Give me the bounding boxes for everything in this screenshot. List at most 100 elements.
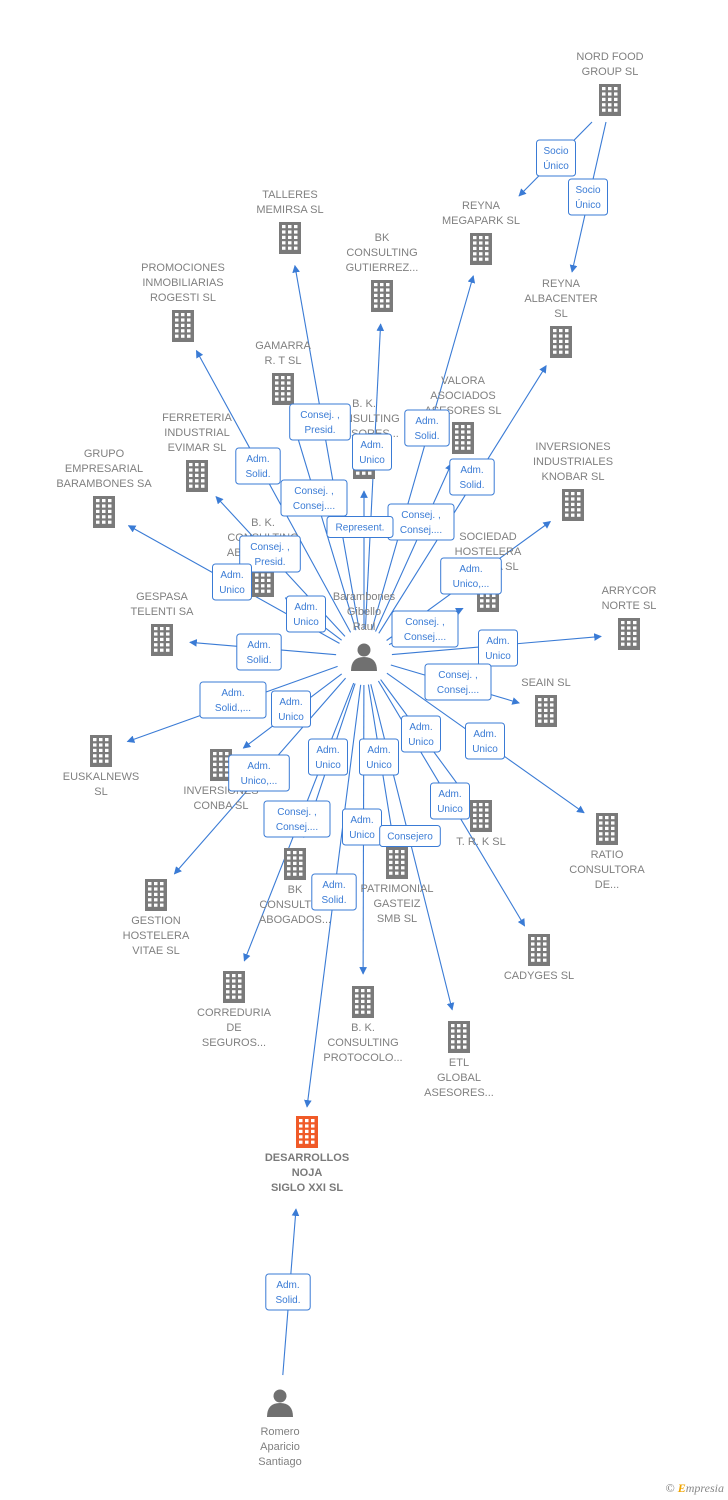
building-window xyxy=(565,329,569,333)
edge-raul-talleres xyxy=(292,264,360,630)
relation-label-raul-correduria[interactable]: Consej. ,Consej.... xyxy=(263,800,331,838)
relation-label-text: Unico xyxy=(278,712,304,723)
relation-label-raul-promociones[interactable]: Adm.Solid. xyxy=(235,447,281,485)
relation-label-raul-gestion[interactable]: Adm.Unico,... xyxy=(228,754,290,792)
building-window xyxy=(99,759,103,763)
relation-label-raul-talleres[interactable]: Consej. ,Presid. xyxy=(289,403,351,441)
relation-label-raul-seain[interactable]: Consej. ,Consej.... xyxy=(424,663,492,701)
node-seain[interactable]: SEAIN SL xyxy=(521,677,571,727)
building-window xyxy=(627,626,631,630)
relation-label-raul-sociedad[interactable]: Consej. ,Consej.... xyxy=(391,610,459,648)
relation-label-raul-valora[interactable]: Adm.Solid. xyxy=(449,458,495,496)
building-window xyxy=(463,1040,467,1044)
relation-label-raul-ferreteria[interactable]: Consej. ,Presid. xyxy=(239,535,301,573)
building-window xyxy=(565,497,569,501)
building-window xyxy=(467,446,471,450)
relation-label-raul-bk_asesores[interactable]: Represent. xyxy=(326,516,394,538)
building-window xyxy=(577,513,581,517)
building-window xyxy=(486,593,490,597)
building-window xyxy=(102,509,106,513)
relation-label-raul-euskalnews[interactable]: Adm.Solid.,... xyxy=(199,681,267,719)
node-etl[interactable]: ETLGLOBALASESORES... xyxy=(424,1021,494,1099)
relation-label-raul-gespasa[interactable]: Adm.Solid. xyxy=(236,633,282,671)
relation-label-raul-ratio[interactable]: Adm.Unico xyxy=(465,722,505,760)
relation-label-raul-bk_abogados2[interactable]: Adm.Unico xyxy=(308,738,348,776)
building-window xyxy=(281,397,285,401)
building-window xyxy=(175,313,179,317)
node-label-nord-line-0: NORD FOOD xyxy=(576,51,643,63)
relation-label-raul-cadyges[interactable]: Adm.Unico xyxy=(430,782,470,820)
building-window xyxy=(461,430,465,434)
building-window xyxy=(154,898,158,902)
building-window xyxy=(99,738,103,742)
relation-label-raul-bk_gutierrez[interactable]: Adm.Unico xyxy=(352,433,392,471)
relation-label-raul-trk[interactable]: Adm.Unico xyxy=(401,715,441,753)
relation-label-raul-desarrollos[interactable]: Adm.Solid. xyxy=(311,873,357,911)
node-trk[interactable]: T. R. K SL xyxy=(456,800,506,848)
node-bk_protocolo[interactable]: B. K.CONSULTINGPROTOCOLO... xyxy=(323,986,403,1064)
node-cadyges[interactable]: CADYGES SL xyxy=(504,934,574,982)
node-label-ratio-line-1: CONSULTORA xyxy=(569,864,645,876)
building-window xyxy=(189,484,193,488)
relation-label-raul-reyna_alba[interactable]: Consej. ,Consej.... xyxy=(387,503,455,541)
building-window xyxy=(238,990,242,994)
building-window xyxy=(311,1129,315,1133)
relation-label-romero-desarrollos[interactable]: Adm.Solid. xyxy=(265,1273,311,1311)
relation-label-raul-arrycor[interactable]: Adm.Unico xyxy=(478,629,518,667)
node-bk_gutierrez[interactable]: BKCONSULTINGGUTIERREZ... xyxy=(346,232,419,312)
building-window xyxy=(201,484,205,488)
building-window xyxy=(455,430,459,434)
relation-label-raul-bk_abogados1[interactable]: Adm.Unico xyxy=(286,595,326,633)
building-window xyxy=(219,762,223,766)
node-bk_abogados2[interactable]: BKCONSULTINGABOGADOS... xyxy=(259,848,331,926)
building-window xyxy=(154,632,158,636)
relation-label-raul-grupo[interactable]: Adm.Unico xyxy=(212,563,252,601)
node-label-promociones-line-0: PROMOCIONES xyxy=(141,262,225,274)
building-window xyxy=(553,334,557,338)
relation-label-raul-reyna_mega[interactable]: Adm.Solid. xyxy=(404,409,450,447)
relation-label-raul-conba[interactable]: Adm.Unico xyxy=(271,690,311,728)
relation-label-box xyxy=(401,715,441,753)
building-window xyxy=(355,1005,359,1009)
relation-label-raul-etl[interactable]: Consejero xyxy=(379,825,441,847)
footer-brand[interactable]: © Empresia xyxy=(666,1481,724,1496)
node-correduria[interactable]: CORREDURIADESEGUROS... xyxy=(197,971,272,1049)
building-window xyxy=(559,329,563,333)
building-window xyxy=(457,1024,461,1028)
node-label-euskalnews-line-1: SL xyxy=(94,786,107,798)
relation-label-box xyxy=(326,516,394,538)
node-label-desarrollos-line-2: SIGLO XXI SL xyxy=(271,1182,343,1194)
building-window xyxy=(559,339,563,343)
relation-label-raul-patrimonial[interactable]: Adm.Unico xyxy=(359,738,399,776)
relation-label-raul-inversiones_knobar[interactable]: Adm.Unico,... xyxy=(440,557,502,595)
node-ratio[interactable]: RATIOCONSULTORADE... xyxy=(569,813,645,891)
building-window xyxy=(287,851,291,855)
building-window xyxy=(374,293,378,297)
building-window xyxy=(154,887,158,891)
relation-label-raul-bk_protocolo[interactable]: Adm.Unico xyxy=(342,808,382,846)
node-label-ferreteria-line-1: INDUSTRIAL xyxy=(164,427,229,439)
building-window xyxy=(599,837,603,841)
building-window xyxy=(288,230,292,234)
relation-label-raul-gamarra[interactable]: Consej. ,Consej.... xyxy=(280,479,348,517)
building-window xyxy=(611,826,615,830)
